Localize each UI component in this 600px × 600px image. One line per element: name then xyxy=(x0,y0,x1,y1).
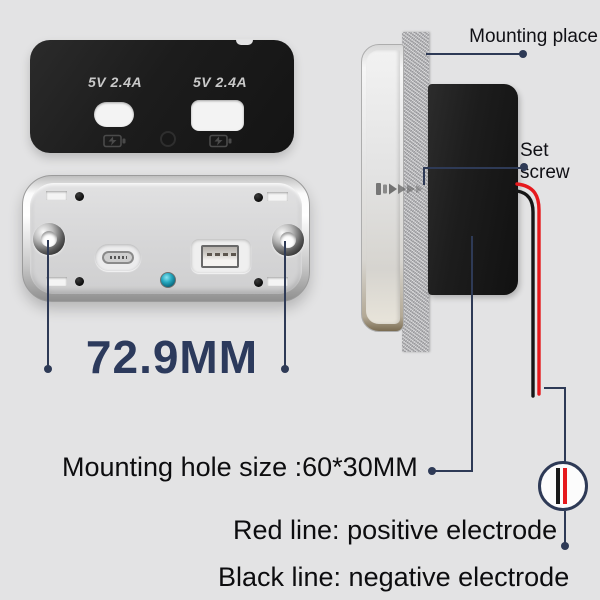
usb-a-port xyxy=(191,239,251,273)
wire-magnifier-icon xyxy=(538,461,588,511)
usb-a-pin xyxy=(215,253,220,256)
mounting-hole-right-bore xyxy=(280,232,296,248)
hole-size-label: Mounting hole size :60*30MM xyxy=(62,452,418,482)
wire-callout-line-upper xyxy=(564,387,566,463)
corner-screw-icon xyxy=(75,277,84,286)
usb-a-cutout xyxy=(191,100,244,131)
usb-c-port xyxy=(95,244,141,271)
led-hole-icon xyxy=(160,131,176,147)
wire-callout-dot xyxy=(561,542,569,550)
mounting-plate-side xyxy=(402,32,429,352)
hole-size-dot xyxy=(428,467,436,475)
set-screw-label: Set screw xyxy=(520,140,570,183)
led-indicator-icon xyxy=(160,272,176,288)
corner-screw-icon xyxy=(75,192,84,201)
set-screw-line xyxy=(423,167,525,169)
usb-c-cutout xyxy=(94,102,134,127)
battery-charging-icon xyxy=(103,134,126,148)
charger-front-view xyxy=(22,175,310,302)
set-screw-icon xyxy=(376,183,423,195)
corner-notch xyxy=(267,277,288,286)
red-wire xyxy=(515,182,541,396)
mounting-hole-left xyxy=(33,223,65,255)
usb-a-pin xyxy=(231,253,236,256)
usb-a-pin xyxy=(207,253,212,256)
dimension-line-left xyxy=(47,240,49,368)
mounting-place-label: Mounting place xyxy=(469,26,598,47)
usb-a-connector xyxy=(201,245,239,268)
mounting-hole-right xyxy=(272,224,304,256)
dimension-line-right xyxy=(284,241,286,368)
mounting-place-dot xyxy=(519,50,527,58)
power-wires xyxy=(515,182,541,398)
usb-a-rating-label: 5V 2.4A xyxy=(193,74,248,90)
black-wire xyxy=(515,189,535,398)
wire-callout-line-horizontal xyxy=(544,387,566,389)
usb-c-pins xyxy=(110,256,127,259)
set-screw-dot xyxy=(520,163,528,171)
corner-screw-icon xyxy=(254,193,263,202)
faceplate-panel: 5V 2.4A 5V 2.4A xyxy=(30,39,294,153)
magnified-red-wire xyxy=(563,468,567,504)
corner-notch xyxy=(267,192,288,201)
mounting-place-line xyxy=(426,53,524,55)
mounting-hole-left-bore xyxy=(41,231,57,247)
dimension-dot-right xyxy=(281,365,289,373)
red-line-legend: Red line: positive electrode xyxy=(233,515,558,545)
battery-charging-icon xyxy=(209,134,232,148)
hole-size-line-horizontal xyxy=(434,470,473,472)
usb-c-connector xyxy=(102,251,134,264)
magnified-black-wire xyxy=(556,468,560,504)
black-line-legend: Black line: negative electrode xyxy=(218,562,570,592)
corner-notch xyxy=(46,191,67,200)
width-dimension-label: 72.9MM xyxy=(85,331,259,383)
dimension-dot-left xyxy=(44,365,52,373)
corner-notch xyxy=(46,277,67,286)
corner-screw-icon xyxy=(254,278,263,287)
faceplate-notch xyxy=(236,39,253,45)
charger-body-side xyxy=(428,84,518,295)
usb-a-pin xyxy=(223,253,228,256)
chrome-bezel-side xyxy=(361,44,404,332)
set-screw-line-elbow xyxy=(423,167,425,185)
wire-callout-line-lower xyxy=(564,511,566,545)
hole-size-line-vertical xyxy=(471,236,473,472)
usb-c-rating-label: 5V 2.4A xyxy=(88,74,143,90)
